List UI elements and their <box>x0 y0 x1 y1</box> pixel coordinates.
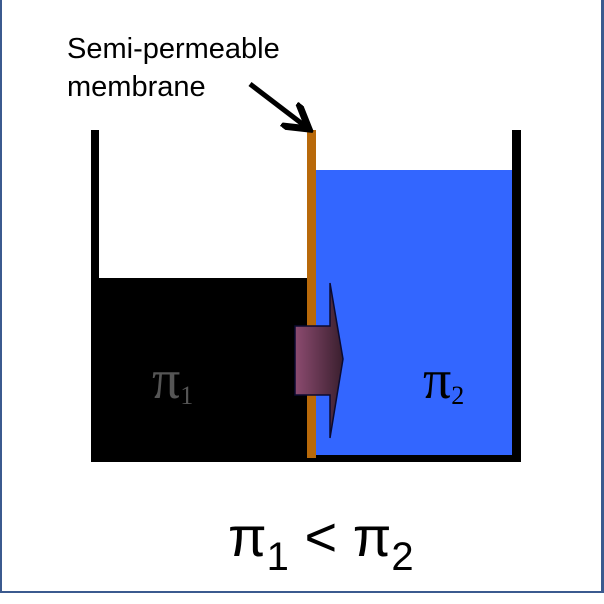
membrane-label: Semi-permeable membrane <box>67 30 280 106</box>
frame-border-bottom <box>0 591 604 593</box>
container-wall-left <box>91 130 99 462</box>
formula-operator: < <box>304 505 338 568</box>
flow-arrow <box>294 282 344 439</box>
pi2-subscript: 2 <box>451 381 465 410</box>
membrane <box>307 130 316 458</box>
pi1-letter: π <box>152 349 181 411</box>
pi1-symbol: π1 <box>152 350 193 426</box>
pi2-symbol: π2 <box>423 350 464 426</box>
left-solution <box>95 278 309 460</box>
membrane-label-line1: Semi-permeable <box>67 33 280 65</box>
formula-left-sub: 1 <box>266 535 289 579</box>
pressure-inequality: π1 < π2 <box>228 502 414 592</box>
formula-right: π <box>352 505 392 568</box>
pi2-letter: π <box>423 349 452 411</box>
formula-left: π <box>228 505 267 568</box>
pointer-arrow-icon <box>248 82 305 126</box>
membrane-label-line2: membrane <box>67 71 206 103</box>
container-wall-right <box>512 130 521 462</box>
right-solution <box>314 170 517 456</box>
frame-border-right <box>601 0 604 593</box>
frame-border-left <box>0 0 2 593</box>
formula-right-sub: 2 <box>391 535 414 579</box>
pi1-subscript: 1 <box>180 381 194 410</box>
container-floor <box>91 455 521 462</box>
